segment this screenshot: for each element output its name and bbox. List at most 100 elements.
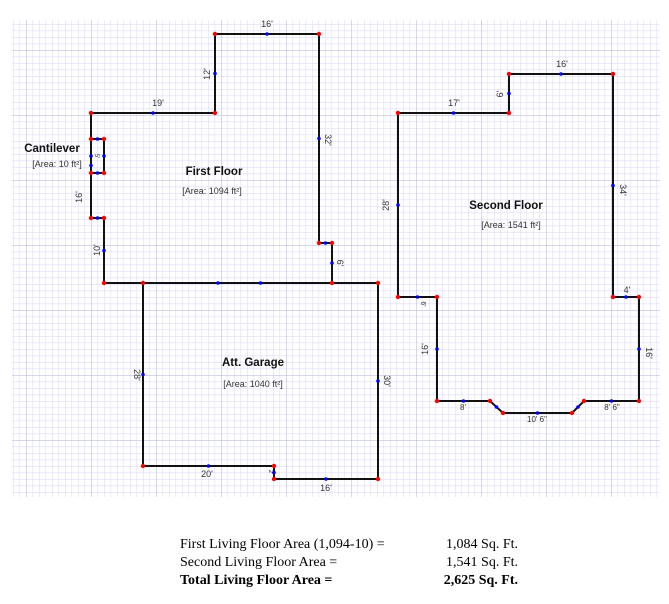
area-summary: First Living Floor Area (1,094-10) = 1,0… — [180, 536, 518, 590]
wall-midpoint-handle[interactable] — [272, 470, 276, 475]
vertex-handle[interactable] — [610, 71, 616, 77]
room-name: Second Floor — [469, 200, 543, 212]
vertex-handle[interactable] — [271, 463, 277, 469]
wall-midpoint-handle[interactable] — [507, 91, 511, 96]
wall-midpoint-handle[interactable] — [415, 295, 420, 299]
vertex-handle[interactable] — [375, 476, 381, 482]
vertex-handle[interactable] — [101, 215, 107, 221]
dim-label: 5' — [93, 154, 99, 158]
vertex-handle[interactable] — [212, 31, 218, 37]
vertex-handle[interactable] — [375, 280, 381, 286]
vertex-handle[interactable] — [395, 110, 401, 116]
vertex-handle[interactable] — [101, 170, 107, 176]
vertex-handle[interactable] — [212, 110, 218, 116]
dim-label: 16' — [320, 483, 332, 493]
wall-midpoint-handle[interactable] — [461, 399, 466, 403]
dim-label: 10' — [92, 244, 102, 256]
dim-label: 16' — [644, 347, 654, 359]
vertex-handle[interactable] — [434, 398, 440, 404]
vertex-handle[interactable] — [395, 294, 401, 300]
vertex-handle[interactable] — [500, 410, 506, 416]
wall-midpoint-handle[interactable] — [151, 111, 155, 115]
vertex-handle[interactable] — [636, 398, 642, 404]
wall-midpoint-handle[interactable] — [376, 379, 380, 383]
wall-midpoint-handle[interactable] — [324, 477, 328, 481]
summary-label: First Living Floor Area (1,094-10) = — [180, 537, 385, 552]
dim-label: 16' — [556, 59, 568, 69]
wall-midpoint-handle[interactable] — [559, 72, 563, 76]
wall-midpoint-handle[interactable] — [102, 154, 106, 158]
room-name: First Floor — [186, 166, 243, 178]
summary-value: 2,625 Sq. Ft. — [443, 573, 518, 588]
wall-midpoint-handle[interactable] — [330, 261, 334, 265]
grid — [12, 20, 660, 497]
vertex-handle[interactable] — [140, 280, 146, 286]
dim-label: 16' — [420, 343, 430, 355]
wall-midpoint-handle[interactable] — [609, 399, 614, 403]
wall-midpoint-handle[interactable] — [265, 32, 269, 36]
wall-midpoint-handle[interactable] — [206, 464, 211, 468]
vertex-handle[interactable] — [88, 215, 94, 221]
vertex-handle[interactable] — [487, 398, 493, 404]
summary-value: 1,084 Sq. Ft. — [446, 537, 518, 552]
wall-midpoint-handle[interactable] — [624, 295, 628, 299]
wall-midpoint-handle[interactable] — [494, 405, 499, 409]
vertex-handle[interactable] — [329, 240, 335, 246]
dim-label: 6' — [335, 260, 345, 267]
wall-midpoint-handle[interactable] — [451, 111, 456, 115]
vertex-handle[interactable] — [316, 31, 322, 37]
room-area: [Area: 10 ft²] — [32, 159, 82, 169]
vertex-handle[interactable] — [569, 410, 575, 416]
vertex-handle[interactable] — [101, 136, 107, 142]
wall-midpoint-handle[interactable] — [102, 248, 106, 253]
cantilever-labels: Cantilever [Area: 10 ft²] — [24, 143, 82, 169]
wall-midpoint-handle[interactable] — [95, 137, 100, 141]
dim-label: 16' — [261, 19, 273, 29]
wall-midpoint-handle[interactable] — [258, 281, 263, 285]
wall-midpoint-handle[interactable] — [95, 216, 100, 220]
vertex-handle[interactable] — [434, 294, 440, 300]
dim-label: 6' — [419, 301, 426, 306]
summary-label: Total Living Floor Area = — [180, 573, 333, 588]
vertex-handle[interactable] — [581, 398, 587, 404]
room-name: Att. Garage — [222, 357, 284, 369]
dim-label: 10' 6" — [527, 415, 547, 424]
wall-midpoint-handle[interactable] — [637, 347, 641, 351]
wall-midpoint-handle[interactable] — [89, 163, 93, 168]
wall-midpoint-handle[interactable] — [435, 347, 439, 351]
wall-midpoint-handle[interactable] — [141, 372, 145, 377]
second-floor-room[interactable]: 16' 6' 17' 28' 34' 4' 6' 16' 16' 8' 10' … — [381, 59, 654, 424]
wall-midpoint-handle[interactable] — [323, 241, 328, 245]
dim-label: 2' — [267, 470, 273, 474]
dim-label: 34' — [618, 184, 628, 196]
vertex-handle[interactable] — [506, 110, 512, 116]
wall-midpoint-handle[interactable] — [213, 71, 217, 76]
wall-midpoint-handle[interactable] — [576, 405, 580, 409]
summary-row-second: Second Living Floor Area = 1,541 Sq. Ft. — [180, 554, 518, 572]
summary-label: Second Living Floor Area = — [180, 555, 338, 570]
wall-midpoint-handle[interactable] — [95, 171, 100, 175]
dim-label: 4' — [624, 285, 631, 295]
wall-midpoint-handle[interactable] — [396, 203, 400, 207]
vertex-handle[interactable] — [506, 71, 512, 77]
dim-label: 19' — [152, 98, 164, 108]
wall-midpoint-handle[interactable] — [611, 183, 615, 188]
wall-midpoint-handle[interactable] — [216, 281, 220, 285]
vertex-handle[interactable] — [610, 294, 616, 300]
dim-label: 16' — [74, 191, 84, 203]
vertex-handle[interactable] — [636, 294, 642, 300]
vertex-handle[interactable] — [329, 280, 335, 286]
vertex-handle[interactable] — [88, 110, 94, 116]
floor-plan-canvas[interactable]: 16' 12' 19' 32' 6' 10' 16' 5' First Floo… — [0, 0, 669, 520]
wall-midpoint-handle[interactable] — [317, 136, 321, 141]
vertex-handle[interactable] — [140, 463, 146, 469]
vertex-handle[interactable] — [88, 136, 94, 142]
dim-label: 12' — [202, 68, 212, 80]
vertex-handle[interactable] — [271, 476, 277, 482]
vertex-handle[interactable] — [316, 240, 322, 246]
dim-label: 28' — [132, 369, 142, 381]
vertex-handle[interactable] — [101, 280, 107, 286]
wall-midpoint-handle[interactable] — [535, 411, 540, 415]
wall-midpoint-handle[interactable] — [89, 154, 93, 158]
vertex-handle[interactable] — [88, 170, 94, 176]
